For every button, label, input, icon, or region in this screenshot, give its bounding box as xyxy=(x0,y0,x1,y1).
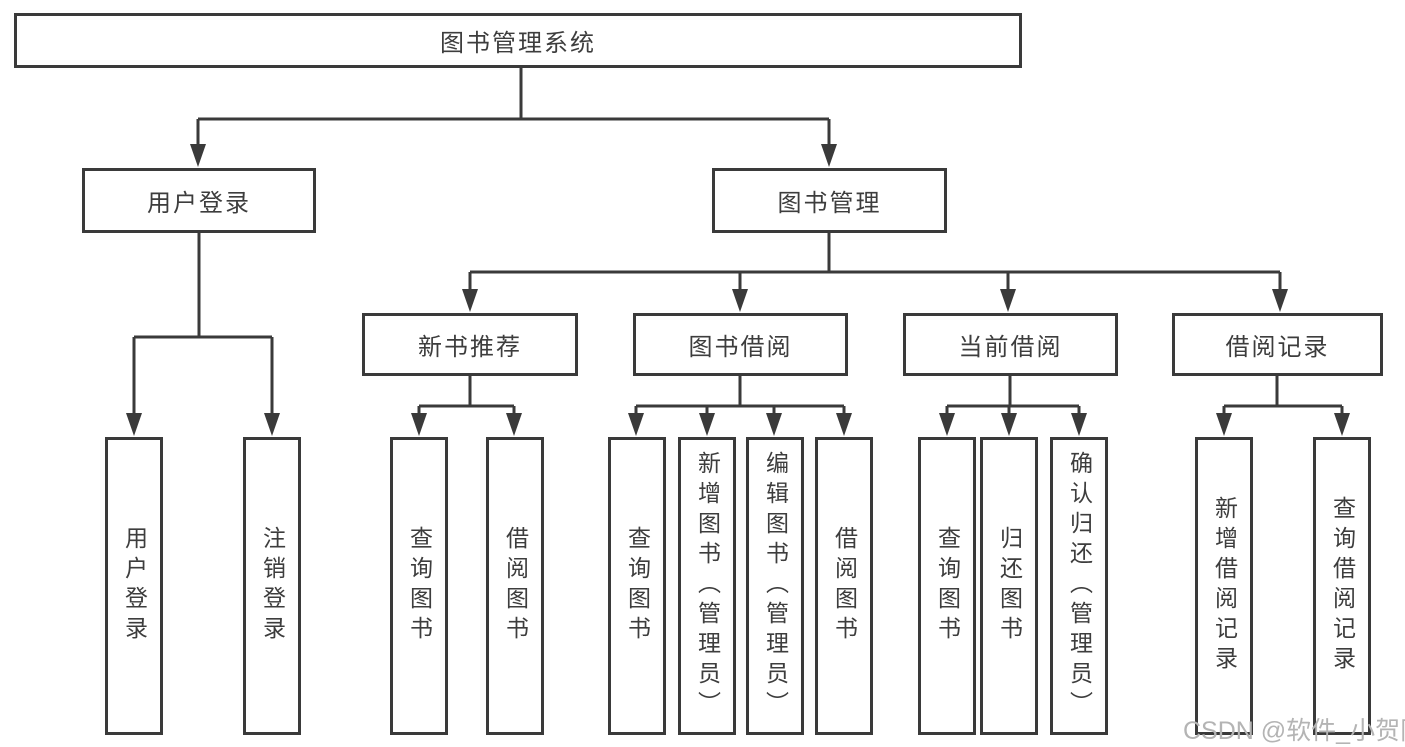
leaf-borrow-books-borrowing: 借阅图书 xyxy=(815,437,873,735)
leaf-logout: 注销登录 xyxy=(243,437,301,735)
arrowhead xyxy=(836,413,852,436)
connector-user-login-to-leaves xyxy=(132,233,274,414)
arrowhead xyxy=(766,413,782,436)
leaf-confirm-return-admin-label: 确认归还（管理员） xyxy=(1066,451,1093,721)
node-borrowing-records-label: 借阅记录 xyxy=(1225,334,1330,361)
connector-borrow-records-to-leaves xyxy=(1222,376,1344,414)
leaf-return-books: 归还图书 xyxy=(980,437,1038,735)
arrowhead xyxy=(699,413,715,436)
node-user-login-label: 用户登录 xyxy=(147,190,251,217)
leaf-logout-label: 注销登录 xyxy=(259,526,286,646)
leaf-query-books-current: 查询图书 xyxy=(918,437,976,735)
leaf-user-login: 用户登录 xyxy=(105,437,163,735)
arrowhead xyxy=(1071,413,1087,436)
leaf-borrow-books-borrowing-label: 借阅图书 xyxy=(831,526,858,646)
arrowhead xyxy=(1216,413,1232,436)
node-book-management-label: 图书管理 xyxy=(777,190,882,217)
leaf-add-book-admin: 新增图书（管理员） xyxy=(678,437,736,735)
leaf-add-borrow-record: 新增借阅记录 xyxy=(1195,437,1253,735)
leaf-edit-book-admin-label: 编辑图书（管理员） xyxy=(762,451,789,721)
leaf-add-book-admin-label: 新增图书（管理员） xyxy=(694,451,721,721)
arrowhead xyxy=(1334,413,1350,436)
node-root: 图书管理系统 xyxy=(14,13,1022,68)
leaf-query-books-current-label: 查询图书 xyxy=(934,526,961,646)
leaf-query-books-recommend: 查询图书 xyxy=(390,437,448,735)
connector-current-borrow-to-leaves xyxy=(945,376,1081,414)
leaf-user-login-label: 用户登录 xyxy=(121,526,148,646)
leaf-add-borrow-record-label: 新增借阅记录 xyxy=(1211,496,1238,676)
connector-book-mgmt-to-level3 xyxy=(468,233,1282,290)
arrowhead xyxy=(506,413,522,436)
leaf-query-borrow-record-label: 查询借阅记录 xyxy=(1329,496,1356,676)
node-book-borrowing: 图书借阅 xyxy=(633,313,848,376)
node-current-borrowing: 当前借阅 xyxy=(903,313,1118,376)
leaf-confirm-return-admin: 确认归还（管理员） xyxy=(1050,437,1108,735)
leaf-query-books-borrowing-label: 查询图书 xyxy=(624,526,651,646)
connector-root-to-level2 xyxy=(196,68,831,146)
node-new-book-recommend: 新书推荐 xyxy=(362,313,578,376)
node-book-management: 图书管理 xyxy=(712,168,947,233)
csdn-watermark: CSDN @软件_小贺同学 xyxy=(1183,717,1405,745)
leaf-edit-book-admin: 编辑图书（管理员） xyxy=(746,437,804,735)
node-current-borrowing-label: 当前借阅 xyxy=(958,334,1063,361)
arrowhead xyxy=(264,413,280,436)
connector-new-book-to-leaves xyxy=(417,376,516,414)
node-user-login: 用户登录 xyxy=(82,168,316,233)
leaf-query-borrow-record: 查询借阅记录 xyxy=(1313,437,1371,735)
node-new-book-recommend-label: 新书推荐 xyxy=(418,334,522,361)
leaf-query-books-borrowing: 查询图书 xyxy=(608,437,666,735)
leaf-return-books-label: 归还图书 xyxy=(996,526,1023,646)
node-root-label: 图书管理系统 xyxy=(440,30,596,57)
arrowhead xyxy=(411,413,427,436)
arrowhead xyxy=(821,144,837,167)
arrowhead xyxy=(1001,413,1017,436)
arrowhead xyxy=(628,413,644,436)
arrowhead xyxy=(126,413,142,436)
node-borrowing-records: 借阅记录 xyxy=(1172,313,1383,376)
arrowhead xyxy=(1272,289,1288,312)
node-book-borrowing-label: 图书借阅 xyxy=(688,334,793,361)
arrowhead xyxy=(190,144,206,167)
leaf-query-books-recommend-label: 查询图书 xyxy=(406,526,433,646)
leaf-borrow-books-recommend: 借阅图书 xyxy=(486,437,544,735)
connector-book-borrow-to-leaves xyxy=(634,376,846,414)
arrowhead xyxy=(939,413,955,436)
arrowhead xyxy=(732,289,748,312)
leaf-borrow-books-recommend-label: 借阅图书 xyxy=(502,526,529,646)
arrowhead xyxy=(462,289,478,312)
arrowhead xyxy=(1000,289,1016,312)
